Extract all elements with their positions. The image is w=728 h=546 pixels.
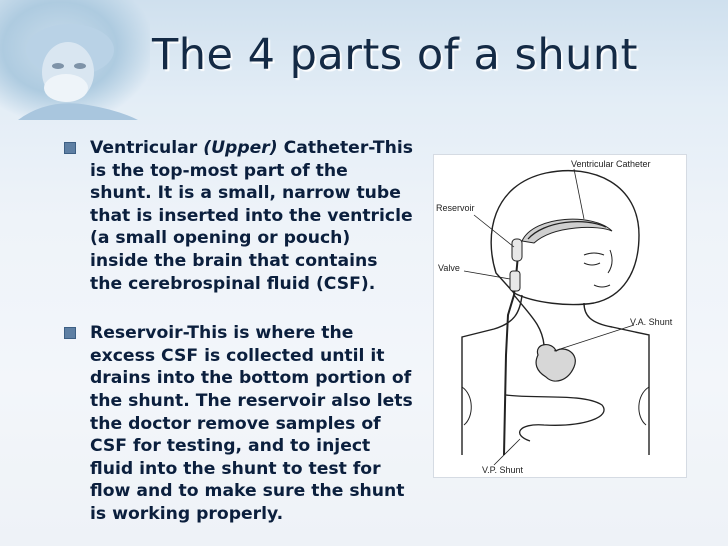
corner-decoration (0, 0, 150, 120)
label-reservoir: Reservoir (436, 203, 475, 213)
term-reservoir: Reservoir (90, 323, 183, 344)
shunt-diagram: Ventricular Catheter Reservoir Valve V.A… (433, 154, 687, 478)
label-va-shunt: V.A. Shunt (630, 317, 673, 327)
label-valve: Valve (438, 263, 460, 273)
surgeon-photo (18, 24, 138, 120)
shunt-illustration: Ventricular Catheter Reservoir Valve V.A… (436, 159, 673, 475)
slide-title: The 4 parts of a shunt (151, 30, 639, 80)
label-vp-shunt: V.P. Shunt (482, 465, 524, 475)
label-ventricular-catheter: Ventricular Catheter (571, 159, 651, 169)
bullet-text-ventricular: -This is the top-most part of the shunt.… (90, 138, 413, 294)
bullet-list: Ventricular (Upper) Catheter-This is the… (64, 137, 414, 526)
square-bullet-icon (64, 327, 76, 340)
bullet-ventricular-catheter: Ventricular (Upper) Catheter-This is the… (64, 137, 414, 295)
bullet-reservoir: Reservoir-This is where the excess CSF i… (64, 322, 414, 525)
term-ventricular: Ventricular (90, 138, 198, 158)
term-upper: (Upper) (203, 138, 278, 158)
bullet-text-reservoir: -This is where the excess CSF is collect… (90, 323, 413, 524)
term-catheter: Catheter (283, 138, 369, 158)
square-bullet-icon (64, 142, 76, 154)
